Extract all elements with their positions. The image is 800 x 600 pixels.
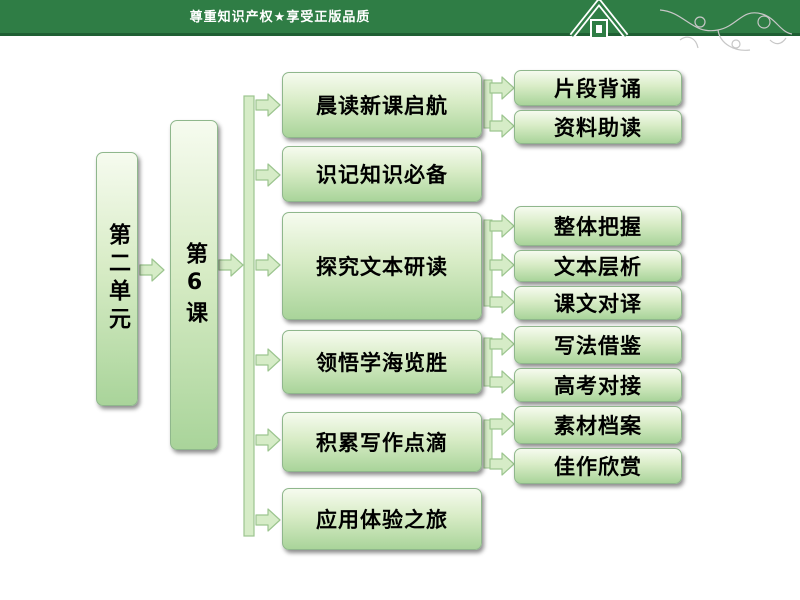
sub-box-5-1: 素材档案 xyxy=(514,406,682,444)
header-divider xyxy=(0,33,800,36)
header-slogan: 尊重知识产权★享受正版品质 xyxy=(189,10,371,25)
sub-box-3-3: 课文对译 xyxy=(514,286,682,320)
arrow-to-sub-5-2 xyxy=(489,452,515,476)
arrow-spine-to-section-4 xyxy=(255,348,281,372)
section-box-4: 领悟学海览胜 xyxy=(282,330,482,394)
sub-box-3-1: 整体把握 xyxy=(514,206,682,246)
arrow-to-sub-1-2 xyxy=(489,114,515,138)
arrow-to-sub-3-2 xyxy=(489,253,515,277)
sub-label: 素材档案 xyxy=(554,414,642,438)
section-box-6: 应用体验之旅 xyxy=(282,488,482,550)
sub-box-1-1: 片段背诵 xyxy=(514,70,682,106)
arrow-spine-to-section-5 xyxy=(255,428,281,452)
lesson-box: 第6课 xyxy=(170,120,218,450)
section-box-1: 晨读新课启航 xyxy=(282,72,482,138)
unit-box: 第二单元 xyxy=(96,152,138,406)
sub-label: 片段背诵 xyxy=(554,77,642,101)
arrow-spine-to-section-6 xyxy=(255,508,281,532)
floral-ornament-icon xyxy=(659,9,793,51)
sub-box-4-2: 高考对接 xyxy=(514,368,682,402)
sub-label: 资料助读 xyxy=(554,116,642,140)
arrow-to-sub-4-1 xyxy=(489,332,515,356)
section-label: 晨读新课启航 xyxy=(316,94,448,118)
section-label: 领悟学海览胜 xyxy=(316,351,448,375)
arrow-to-sub-5-1 xyxy=(489,412,515,436)
section-label: 探究文本研读 xyxy=(316,255,448,279)
section-label: 识记知识必备 xyxy=(316,163,448,187)
arrow-lesson-to-spine xyxy=(218,253,244,277)
arrow-spine-to-section-2 xyxy=(255,163,281,187)
house-logo-icon xyxy=(569,0,629,39)
sub-label: 佳作欣赏 xyxy=(554,455,642,479)
arrow-to-sub-4-2 xyxy=(489,370,515,394)
sub-box-5-2: 佳作欣赏 xyxy=(514,448,682,484)
sub-label: 写法借鉴 xyxy=(554,334,642,358)
section-box-2: 识记知识必备 xyxy=(282,146,482,202)
arrow-spine-to-section-1 xyxy=(255,93,281,117)
sub-label: 文本层析 xyxy=(554,255,642,279)
sub-label: 高考对接 xyxy=(554,374,642,398)
spine-bar xyxy=(243,95,255,537)
sub-box-3-2: 文本层析 xyxy=(514,250,682,282)
section-label: 应用体验之旅 xyxy=(316,508,448,532)
arrow-spine-to-section-3 xyxy=(255,253,281,277)
unit-label: 第二单元 xyxy=(105,223,130,335)
sub-label: 课文对译 xyxy=(554,292,642,316)
arrow-to-sub-3-1 xyxy=(489,214,515,238)
section-box-5: 积累写作点滴 xyxy=(282,412,482,472)
lesson-label: 第6课 xyxy=(182,241,207,329)
section-label: 积累写作点滴 xyxy=(316,431,448,455)
sub-box-4-1: 写法借鉴 xyxy=(514,326,682,364)
arrow-unit-to-lesson xyxy=(139,258,165,282)
sub-label: 整体把握 xyxy=(554,215,642,239)
sub-box-1-2: 资料助读 xyxy=(514,110,682,144)
section-box-3: 探究文本研读 xyxy=(282,212,482,320)
arrow-to-sub-1-1 xyxy=(489,76,515,100)
arrow-to-sub-3-3 xyxy=(489,290,515,314)
header-bar: 尊重知识产权★享受正版品质 xyxy=(0,0,800,33)
